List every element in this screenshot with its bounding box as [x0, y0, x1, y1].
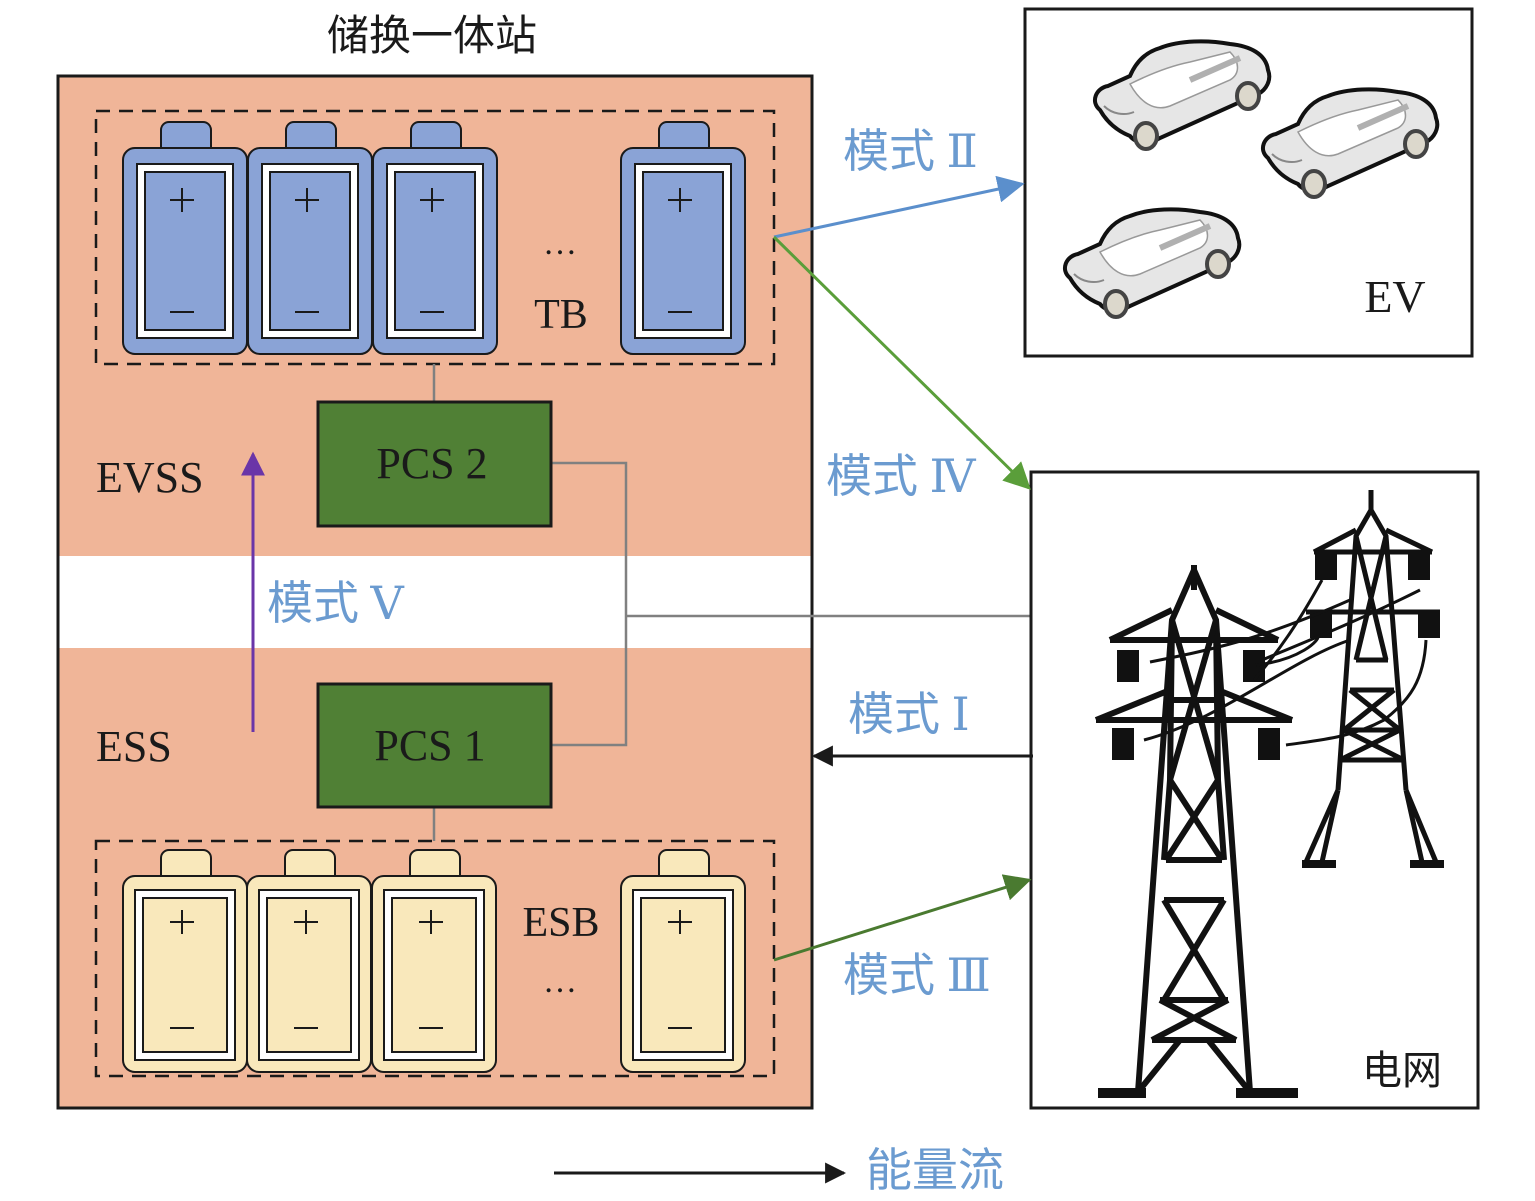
mode1-label: 模式 Ⅰ: [848, 689, 970, 740]
ev-label: EV: [1364, 271, 1425, 322]
esb-ellipsis: …: [543, 963, 577, 1000]
pcs1-label: PCS 1: [374, 721, 485, 770]
grid-label: 电网: [1362, 1048, 1442, 1093]
mode4-arrow: [772, 235, 1031, 490]
transmission-tower-icon: [1094, 565, 1298, 1098]
insulator-icon: [1112, 552, 1440, 760]
mode2-arrow: [773, 175, 1025, 239]
esb-battery: [371, 849, 497, 1073]
separator-band: [59, 556, 811, 648]
power-line-icon: [1143, 579, 1428, 747]
tb-label: TB: [534, 292, 588, 338]
tb-battery: [372, 121, 498, 355]
tb-battery: [620, 121, 746, 355]
legend-label: 能量流: [866, 1145, 1004, 1196]
pcs2-label: PCS 2: [376, 439, 487, 488]
tb-ellipsis: …: [543, 225, 577, 262]
pcs2-box: [316, 400, 553, 528]
station-title: 储换一体站: [327, 14, 537, 60]
esb-battery: [620, 849, 746, 1073]
mode4-label: 模式 Ⅳ: [826, 451, 977, 502]
tb-battery: [247, 121, 373, 355]
pcs-bus-line: [551, 461, 628, 747]
mode3-arrow: [773, 874, 1032, 962]
mode3-label: 模式 Ⅲ: [843, 950, 991, 1001]
pcs1-box: [316, 682, 553, 809]
mode5-label: 模式 Ⅴ: [267, 578, 405, 629]
tb-battery: [122, 121, 248, 355]
esb-battery: [122, 849, 248, 1073]
mode2-label: 模式 Ⅱ: [843, 126, 978, 177]
evss-label: EVSS: [96, 453, 204, 502]
ess-label: ESS: [96, 722, 172, 771]
esb-label: ESB: [522, 900, 599, 946]
esb-battery: [246, 849, 372, 1073]
